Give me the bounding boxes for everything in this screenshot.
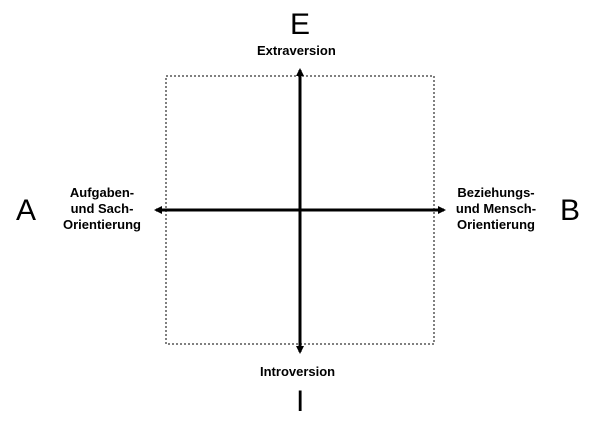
side-label-left-line-1: Aufgaben- (69, 185, 135, 200)
side-label-left-line-3: Orientierung (62, 217, 141, 232)
side-label-left-line-2: und Sach- (70, 201, 134, 216)
side-label-right: Beziehungs- und Mensch- Orientierung (436, 185, 556, 233)
pole-letter-top: E (290, 8, 311, 41)
axis-label-top: Extraversion (257, 43, 336, 58)
side-label-right-line-2: und Mensch- (455, 201, 537, 216)
axis-label-bottom: Introversion (260, 364, 336, 379)
pole-letter-right: B (560, 194, 581, 227)
pole-letter-left: A (16, 194, 37, 227)
pole-letter-bottom: I (296, 385, 305, 418)
side-label-right-line-1: Beziehungs- (457, 185, 535, 200)
side-label-right-line-3: Orientierung (456, 217, 535, 232)
side-label-left: Aufgaben- und Sach- Orientierung (42, 185, 162, 233)
